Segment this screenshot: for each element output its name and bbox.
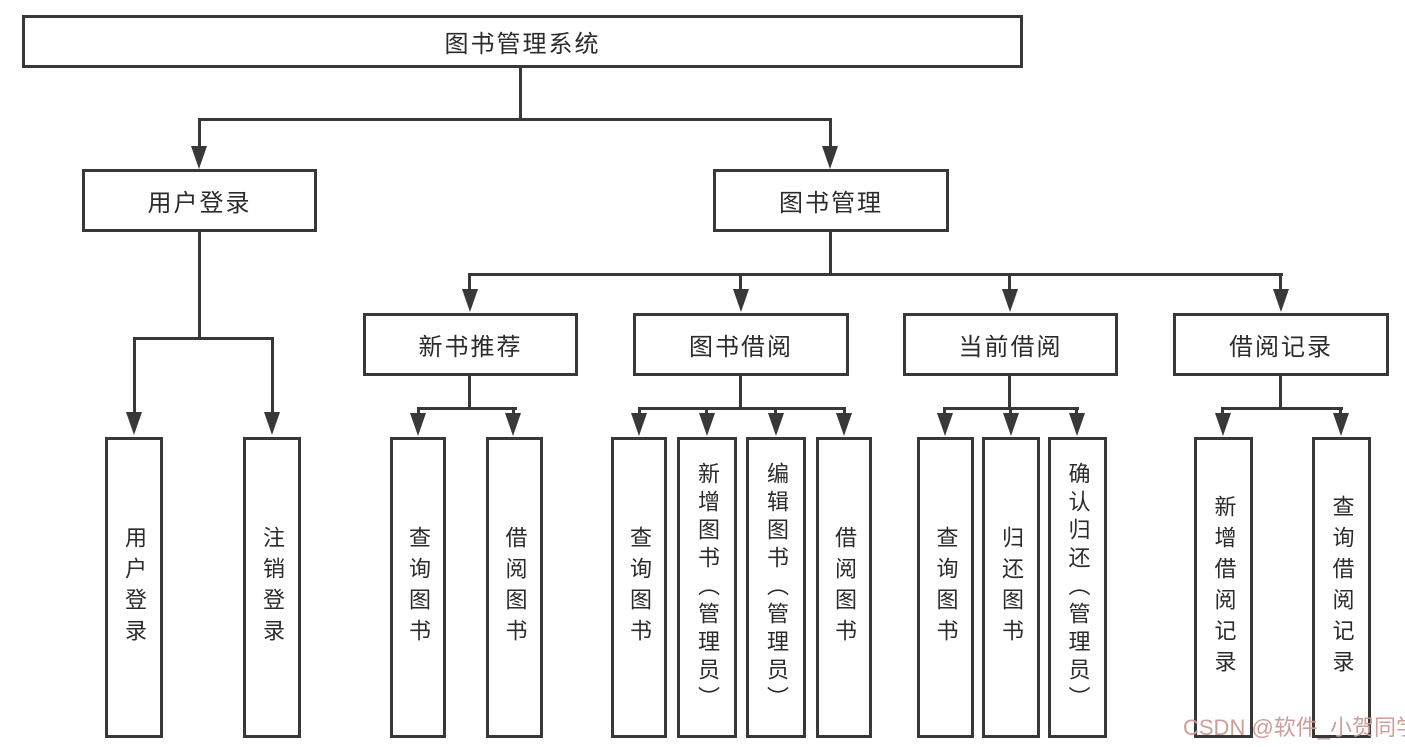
arrow-down-icon [733, 289, 749, 312]
leaf-user-login-label: 用户登录 [122, 525, 147, 650]
arrow-down-icon [1273, 289, 1289, 312]
connector-line [133, 337, 274, 340]
node-book-borrow: 图书借阅 [633, 313, 849, 376]
arrow-down-icon [822, 146, 838, 169]
arrow-down-icon [1002, 289, 1018, 312]
node-new-book-rec: 新书推荐 [363, 313, 578, 376]
node-root-label: 图书管理系统 [444, 31, 601, 58]
connector-line [1009, 407, 1012, 415]
node-book-mgmt-label: 图书管理 [779, 190, 883, 217]
arrow-down-icon [191, 146, 207, 169]
node-current-borrow-label: 当前借阅 [958, 334, 1063, 361]
arrow-down-icon [126, 412, 142, 435]
connector-line [739, 273, 742, 291]
leaf-newbook-borrow-label: 借阅图书 [502, 525, 528, 650]
connector-line [829, 232, 832, 273]
leaf-newbook-borrow: 借阅图书 [486, 437, 543, 738]
connector-line [774, 407, 777, 415]
connector-line [198, 118, 201, 148]
arrow-down-icon [631, 413, 647, 436]
connector-line [417, 407, 420, 415]
connector-line [133, 337, 136, 412]
node-current-borrow: 当前借阅 [903, 313, 1118, 376]
connector-line [1075, 407, 1078, 415]
connector-line [468, 376, 471, 407]
leaf-record-add: 新增借阅记录 [1194, 437, 1253, 738]
leaf-logout: 注销登录 [243, 437, 301, 738]
arrow-down-icon [264, 412, 280, 435]
connector-line [468, 273, 471, 291]
node-borrow-record-label: 借阅记录 [1229, 334, 1333, 361]
leaf-bookborrow-add: 新增图书（管理员） [677, 437, 737, 738]
leaf-record-add-label: 新增借阅记录 [1211, 494, 1237, 681]
node-book-mgmt: 图书管理 [713, 169, 949, 232]
leaf-bookborrow-edit: 编辑图书（管理员） [746, 437, 806, 738]
leaf-newbook-query: 查询图书 [390, 437, 446, 738]
arrow-down-icon [1069, 413, 1085, 436]
connector-line [843, 407, 846, 415]
connector-line [271, 337, 274, 412]
node-user-login: 用户登录 [82, 169, 317, 232]
arrow-down-icon [1215, 413, 1231, 436]
connector-line [519, 68, 522, 118]
leaf-bookborrow-borrow-label: 借阅图书 [832, 525, 857, 650]
watermark: CSDN @软件_小贺同学 [1183, 715, 1405, 740]
connector-line [1221, 407, 1224, 415]
arrow-down-icon [462, 289, 478, 312]
connector-line [1221, 407, 1343, 410]
connector-line [1279, 273, 1282, 291]
node-user-login-label: 用户登录 [147, 190, 252, 217]
leaf-bookborrow-query-label: 查询图书 [627, 525, 652, 650]
leaf-bookborrow-query: 查询图书 [611, 437, 667, 738]
leaf-current-return: 归还图书 [982, 437, 1040, 738]
connector-line [638, 407, 641, 415]
connector-line [468, 273, 1283, 276]
connector-line [512, 407, 515, 415]
node-book-borrow-label: 图书借阅 [689, 334, 793, 361]
connector-line [943, 407, 946, 415]
arrow-down-icon [1333, 413, 1349, 436]
arrow-down-icon [937, 413, 953, 436]
leaf-bookborrow-add-label: 新增图书（管理员） [695, 461, 720, 714]
connector-line [417, 407, 517, 410]
leaf-newbook-query-label: 查询图书 [406, 525, 431, 650]
connector-line [1279, 376, 1282, 407]
leaf-user-login: 用户登录 [105, 437, 163, 738]
leaf-current-confirm: 确认归还（管理员） [1048, 437, 1107, 738]
connector-line [1008, 273, 1011, 291]
leaf-bookborrow-borrow: 借阅图书 [816, 437, 872, 738]
leaf-record-query-label: 查询借阅记录 [1329, 494, 1355, 681]
leaf-current-query: 查询图书 [917, 437, 974, 738]
connector-line [1008, 376, 1011, 407]
arrow-down-icon [410, 413, 426, 436]
leaf-current-query-label: 查询图书 [933, 525, 959, 650]
connector-line [1339, 407, 1342, 415]
connector-line [638, 407, 846, 410]
node-root: 图书管理系统 [22, 15, 1023, 68]
leaf-current-confirm-label: 确认归还（管理员） [1065, 461, 1091, 714]
arrow-down-icon [505, 413, 521, 436]
node-new-book-rec-label: 新书推荐 [418, 334, 523, 361]
arrow-down-icon [699, 413, 715, 436]
arrow-down-icon [768, 413, 784, 436]
connector-line [198, 118, 832, 121]
arrow-down-icon [836, 413, 852, 436]
connector-line [198, 232, 201, 337]
leaf-current-return-label: 归还图书 [999, 525, 1024, 650]
connector-line [739, 376, 742, 407]
leaf-bookborrow-edit-label: 编辑图书（管理员） [764, 461, 789, 714]
node-borrow-record: 借阅记录 [1173, 313, 1389, 376]
connector-line [705, 407, 708, 415]
leaf-record-query: 查询借阅记录 [1312, 437, 1371, 738]
leaf-logout-label: 注销登录 [260, 525, 285, 650]
arrow-down-icon [1003, 413, 1019, 436]
connector-line [829, 118, 832, 148]
